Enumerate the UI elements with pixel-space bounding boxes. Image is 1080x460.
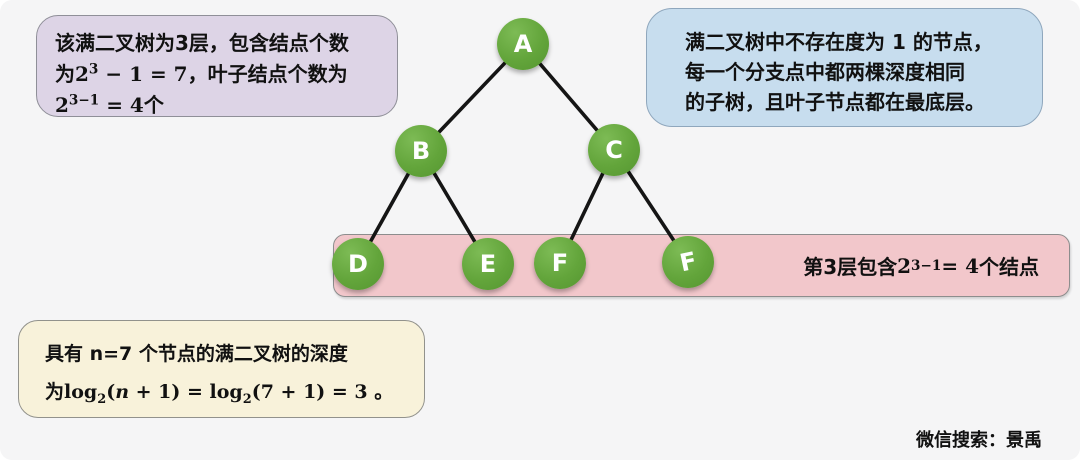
node-label: F — [551, 249, 569, 277]
node-label: D — [348, 250, 368, 278]
math-segment: ( — [106, 381, 116, 403]
math-log: log — [64, 381, 98, 403]
node-label: C — [605, 136, 623, 164]
note-text-line: 每一个分支点中都两棵深度相同 — [685, 60, 965, 84]
node-label: B — [411, 137, 431, 165]
math-segment: + 1) = — [129, 381, 210, 403]
math-segment: 2 — [55, 93, 69, 117]
node-label: A — [513, 30, 533, 58]
note-node-counts: 该满二叉树为3层，包含结点个数 为23 − 1 = 7，叶子结点个数为 23−1… — [36, 15, 398, 117]
note-text-segment: 具有 n=7 个节点的满二叉树的深度 — [45, 343, 348, 365]
band-text-segment: 第3层包含 — [803, 255, 898, 279]
tree-node-E: E — [462, 238, 514, 290]
math-exponent: 3−1 — [911, 257, 942, 274]
note-text-segment: 为 — [45, 381, 65, 403]
note-text-segment: ，叶子结点个数为 — [187, 62, 348, 86]
tree-node-F1: F — [534, 237, 586, 289]
note-depth-formula: 具有 n=7 个节点的满二叉树的深度 为log2(n + 1) = log2(7… — [18, 320, 425, 418]
tree-node-B: B — [395, 125, 447, 177]
node-label: E — [479, 250, 497, 278]
tree-node-A: A — [497, 18, 549, 70]
note-text-segment: 为 — [55, 62, 75, 86]
math-log-base: 2 — [242, 391, 252, 407]
math-segment: (7 + 1) = 3 。 — [251, 381, 394, 403]
math-segment: 2 — [75, 62, 89, 86]
band-text-segment: 个结点 — [979, 255, 1039, 279]
note-text-line: 满二叉树中不存在度为 1 的节点， — [685, 30, 993, 54]
math-exponent: 3−1 — [68, 92, 100, 109]
math-log: log — [209, 381, 243, 403]
note-text-segment: 该满二叉树为3层，包含结点个数 — [55, 31, 349, 55]
node-label: F — [677, 246, 699, 278]
tree-node-F2: F — [662, 236, 714, 288]
math-variable-n: n — [115, 381, 130, 403]
math-segment: − 1 = 7 — [98, 62, 188, 86]
math-segment: = 4 — [941, 253, 979, 278]
math-segment: = 4 — [99, 93, 144, 117]
tree-node-D: D — [332, 238, 384, 290]
math-log-base: 2 — [97, 391, 107, 407]
note-text-line: 的子树，且叶子节点都在最底层。 — [685, 90, 985, 114]
note-degree-property: 满二叉树中不存在度为 1 的节点， 每一个分支点中都两棵深度相同 的子树，且叶子… — [646, 8, 1043, 127]
watermark-wechat: 微信搜索：景禹 — [916, 430, 1042, 451]
note-text-segment: 个 — [143, 93, 164, 117]
tree-node-C: C — [588, 124, 640, 176]
math-segment: 2 — [897, 253, 912, 278]
math-exponent: 3 — [88, 61, 99, 78]
